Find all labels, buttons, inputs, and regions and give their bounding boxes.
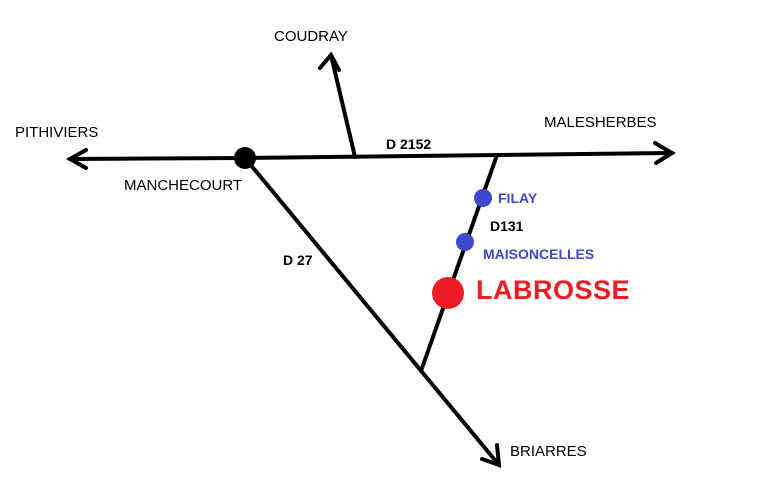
road-d2152-west	[68, 156, 247, 161]
road-d2152-east	[243, 151, 674, 160]
label-road-d27: D 27	[283, 252, 313, 268]
label-coudray: COUDRAY	[274, 28, 348, 45]
arrowhead-coudray	[318, 51, 341, 72]
arrowhead-malesherbes	[653, 141, 676, 165]
label-road-d131: D131	[490, 218, 524, 234]
label-briarres: BRIARRES	[510, 443, 587, 460]
label-labrosse: LABROSSE	[476, 275, 631, 305]
village-maisoncelles-dot	[456, 233, 474, 251]
road-d131	[419, 153, 499, 373]
label-malesherbes: MALESHERBES	[544, 114, 657, 131]
label-manchecourt: MANCHECOURT	[124, 177, 243, 194]
label-filay: FILAY	[498, 190, 538, 206]
label-road-d2152: D 2152	[386, 136, 432, 152]
village-filay-dot	[474, 189, 492, 207]
arrowhead-pithiviers	[65, 148, 88, 170]
junction-manchecourt-dot	[234, 147, 256, 169]
arrowhead-briarres	[480, 443, 502, 468]
road-coudray	[329, 53, 357, 159]
labrosse-dot	[432, 277, 464, 309]
label-pithiviers: PITHIVIERS	[15, 124, 99, 141]
label-maisoncelles: MAISONCELLES	[483, 246, 595, 262]
road-d27	[243, 156, 501, 467]
